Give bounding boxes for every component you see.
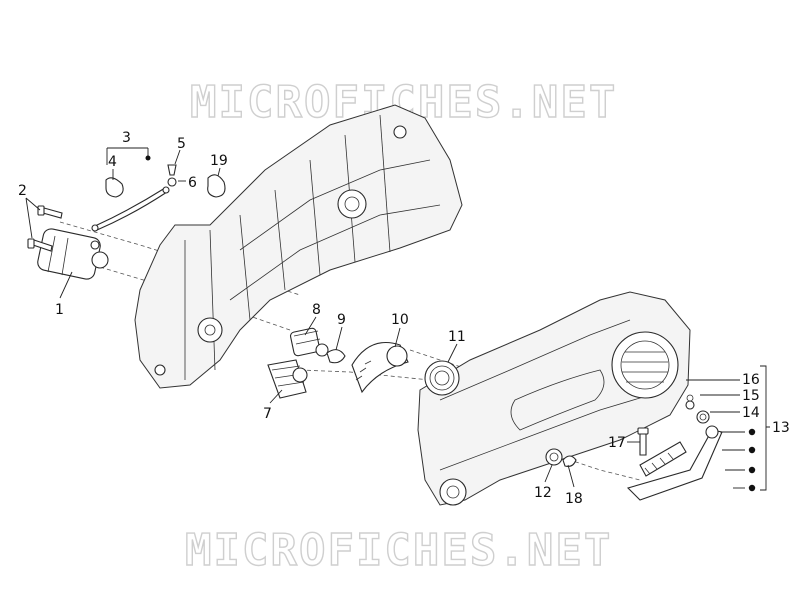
callout-2: 2 <box>18 183 27 199</box>
callout-15: 15 <box>742 388 760 404</box>
clip-18 <box>562 455 577 467</box>
callout-14: 14 <box>742 405 760 421</box>
callout-13: 13 <box>772 420 790 436</box>
callout-7: 7 <box>263 406 272 422</box>
washer-12 <box>545 448 563 466</box>
callout-labels: 1 2 3 4 5 6 7 8 9 10 11 12 13 14 15 16 1… <box>18 130 790 507</box>
nut-6 <box>167 177 177 187</box>
callout-16: 16 <box>742 372 760 388</box>
callout-18: 18 <box>565 491 583 507</box>
callout-1: 1 <box>55 302 64 318</box>
kickstart-segment <box>351 341 409 394</box>
callout-19: 19 <box>210 153 228 169</box>
screw-5 <box>167 164 177 176</box>
callout-8: 8 <box>312 302 321 318</box>
starter-pinion <box>267 359 308 399</box>
clamp-4 <box>105 177 124 198</box>
transmission-cover <box>417 291 691 506</box>
callout-3: 3 <box>122 130 131 146</box>
spring-11 <box>424 360 460 396</box>
starter-cable <box>91 186 170 232</box>
bolt-17 <box>637 427 649 456</box>
crankcase <box>134 104 463 389</box>
watermark-bottom: MICROFICHES.NET <box>185 525 612 576</box>
callout-4: 4 <box>108 154 117 170</box>
leader-lines <box>25 147 770 491</box>
callout-12: 12 <box>534 485 552 501</box>
bolts-2 <box>27 205 63 252</box>
callout-5: 5 <box>177 136 186 152</box>
leader-dots <box>145 155 756 492</box>
hardware-14-15-16 <box>685 394 710 424</box>
clip-9 <box>326 349 346 364</box>
clamp-19 <box>207 174 226 198</box>
callout-17: 17 <box>608 435 626 451</box>
callout-10: 10 <box>391 312 409 328</box>
callout-9: 9 <box>337 312 346 328</box>
gear-8 <box>289 327 329 357</box>
callout-6: 6 <box>188 175 197 191</box>
callout-11: 11 <box>448 329 466 345</box>
